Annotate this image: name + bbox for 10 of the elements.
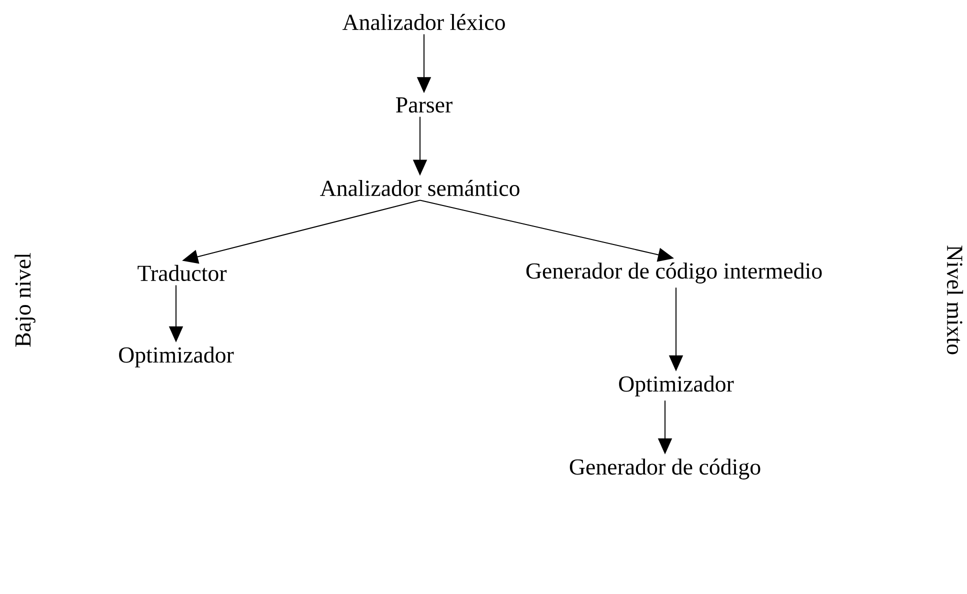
node-text: Parser — [396, 97, 452, 113]
node-text: Generador de código — [570, 458, 760, 480]
node-text: Optimizador — [619, 376, 734, 396]
node-text: Traductor — [138, 264, 227, 282]
side-label: Nivel mixto — [946, 246, 964, 354]
node-text: Analizador semántico — [320, 180, 520, 196]
node-text: Optimizador — [119, 346, 234, 368]
side-label: Bajo nivel — [14, 253, 36, 347]
node-text: Analizador léxico — [342, 14, 505, 30]
node-text: Generador de código intermedio — [526, 262, 822, 284]
